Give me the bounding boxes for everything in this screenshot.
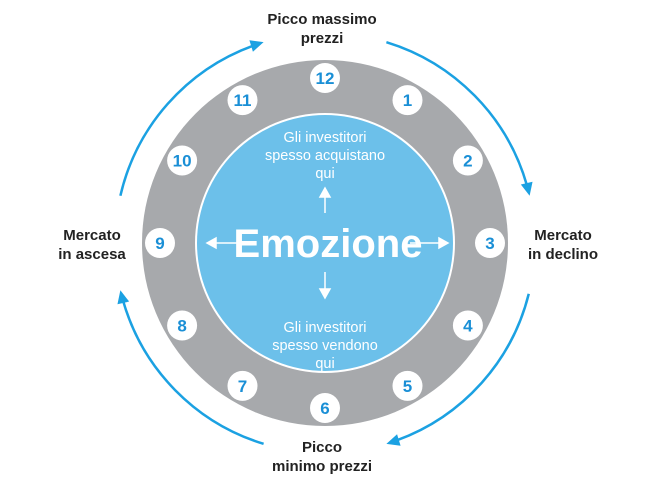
step-number: 4 — [463, 317, 473, 336]
emotion-circle — [197, 115, 453, 371]
step-number: 5 — [403, 377, 412, 396]
cycle-step-1: 1 — [392, 85, 423, 116]
svg-text:spesso vendono: spesso vendono — [272, 338, 378, 354]
svg-text:qui: qui — [315, 166, 334, 182]
step-number: 3 — [485, 234, 494, 253]
cycle-arc-3 — [121, 300, 264, 446]
cycle-arc-2 — [396, 293, 530, 442]
cycle-step-4: 4 — [452, 310, 483, 341]
svg-text:spesso acquistano: spesso acquistano — [265, 148, 385, 164]
label-peak-high: Picco massimo — [267, 11, 376, 28]
label-rising-2: in ascesa — [58, 246, 126, 263]
cycle-step-2: 2 — [452, 145, 483, 176]
step-circle — [310, 393, 340, 423]
cycle-step-10: 10 — [167, 145, 198, 176]
label-declining-2: in declino — [528, 246, 598, 263]
step-circle — [475, 228, 505, 258]
svg-text:qui: qui — [315, 356, 334, 372]
cycle-arc-1 — [386, 40, 529, 186]
step-number: 2 — [463, 152, 472, 171]
arrow-up-icon — [318, 186, 332, 198]
label-rising: Mercato — [63, 227, 121, 244]
step-number: 6 — [320, 399, 329, 418]
step-number: 9 — [155, 234, 164, 253]
step-circle — [167, 145, 198, 176]
step-circle — [392, 370, 423, 401]
cycle-step-12: 12 — [310, 63, 340, 93]
step-number: 7 — [238, 377, 247, 396]
arrow-right-icon — [438, 236, 450, 250]
arrowhead-icon — [249, 40, 264, 52]
cycle-step-3: 3 — [475, 228, 505, 258]
cycle-step-7: 7 — [227, 370, 258, 401]
sell-note: Gli investitori spesso vendono qui — [272, 320, 378, 372]
arrowhead-icon — [386, 434, 401, 446]
label-peak-low-2: minimo prezzi — [272, 458, 372, 475]
arrow-down-icon — [318, 288, 332, 300]
step-circle — [310, 63, 340, 93]
step-circle — [167, 310, 198, 341]
step-number: 10 — [173, 152, 192, 171]
svg-text:Gli investitori: Gli investitori — [284, 130, 367, 146]
cycle-step-11: 11 — [227, 85, 258, 116]
label-peak-high-2: prezzi — [301, 30, 344, 47]
cycle-step-9: 9 — [145, 228, 175, 258]
step-number: 8 — [177, 317, 186, 336]
emotion-title: Emozione — [234, 222, 423, 266]
step-circle — [145, 228, 175, 258]
arrowhead-icon — [117, 290, 130, 305]
cycle-arc-0 — [119, 44, 254, 197]
cycle-step-8: 8 — [167, 310, 198, 341]
step-circle — [227, 85, 258, 116]
step-circle — [227, 370, 258, 401]
label-peak-low: Picco — [302, 439, 342, 456]
step-number: 1 — [403, 91, 412, 110]
buy-note: Gli investitori spesso acquistano qui — [265, 130, 385, 182]
step-number: 12 — [316, 69, 335, 88]
arrowhead-icon — [520, 181, 533, 196]
step-circle — [452, 310, 483, 341]
center-arrows — [205, 186, 450, 300]
svg-text:Gli investitori: Gli investitori — [284, 320, 367, 336]
cycle-step-6: 6 — [310, 393, 340, 423]
step-circle — [392, 85, 423, 116]
step-number: 11 — [234, 91, 252, 110]
label-declining: Mercato — [534, 227, 592, 244]
arrow-left-icon — [205, 236, 217, 250]
step-circle — [452, 145, 483, 176]
cycle-step-5: 5 — [392, 370, 423, 401]
